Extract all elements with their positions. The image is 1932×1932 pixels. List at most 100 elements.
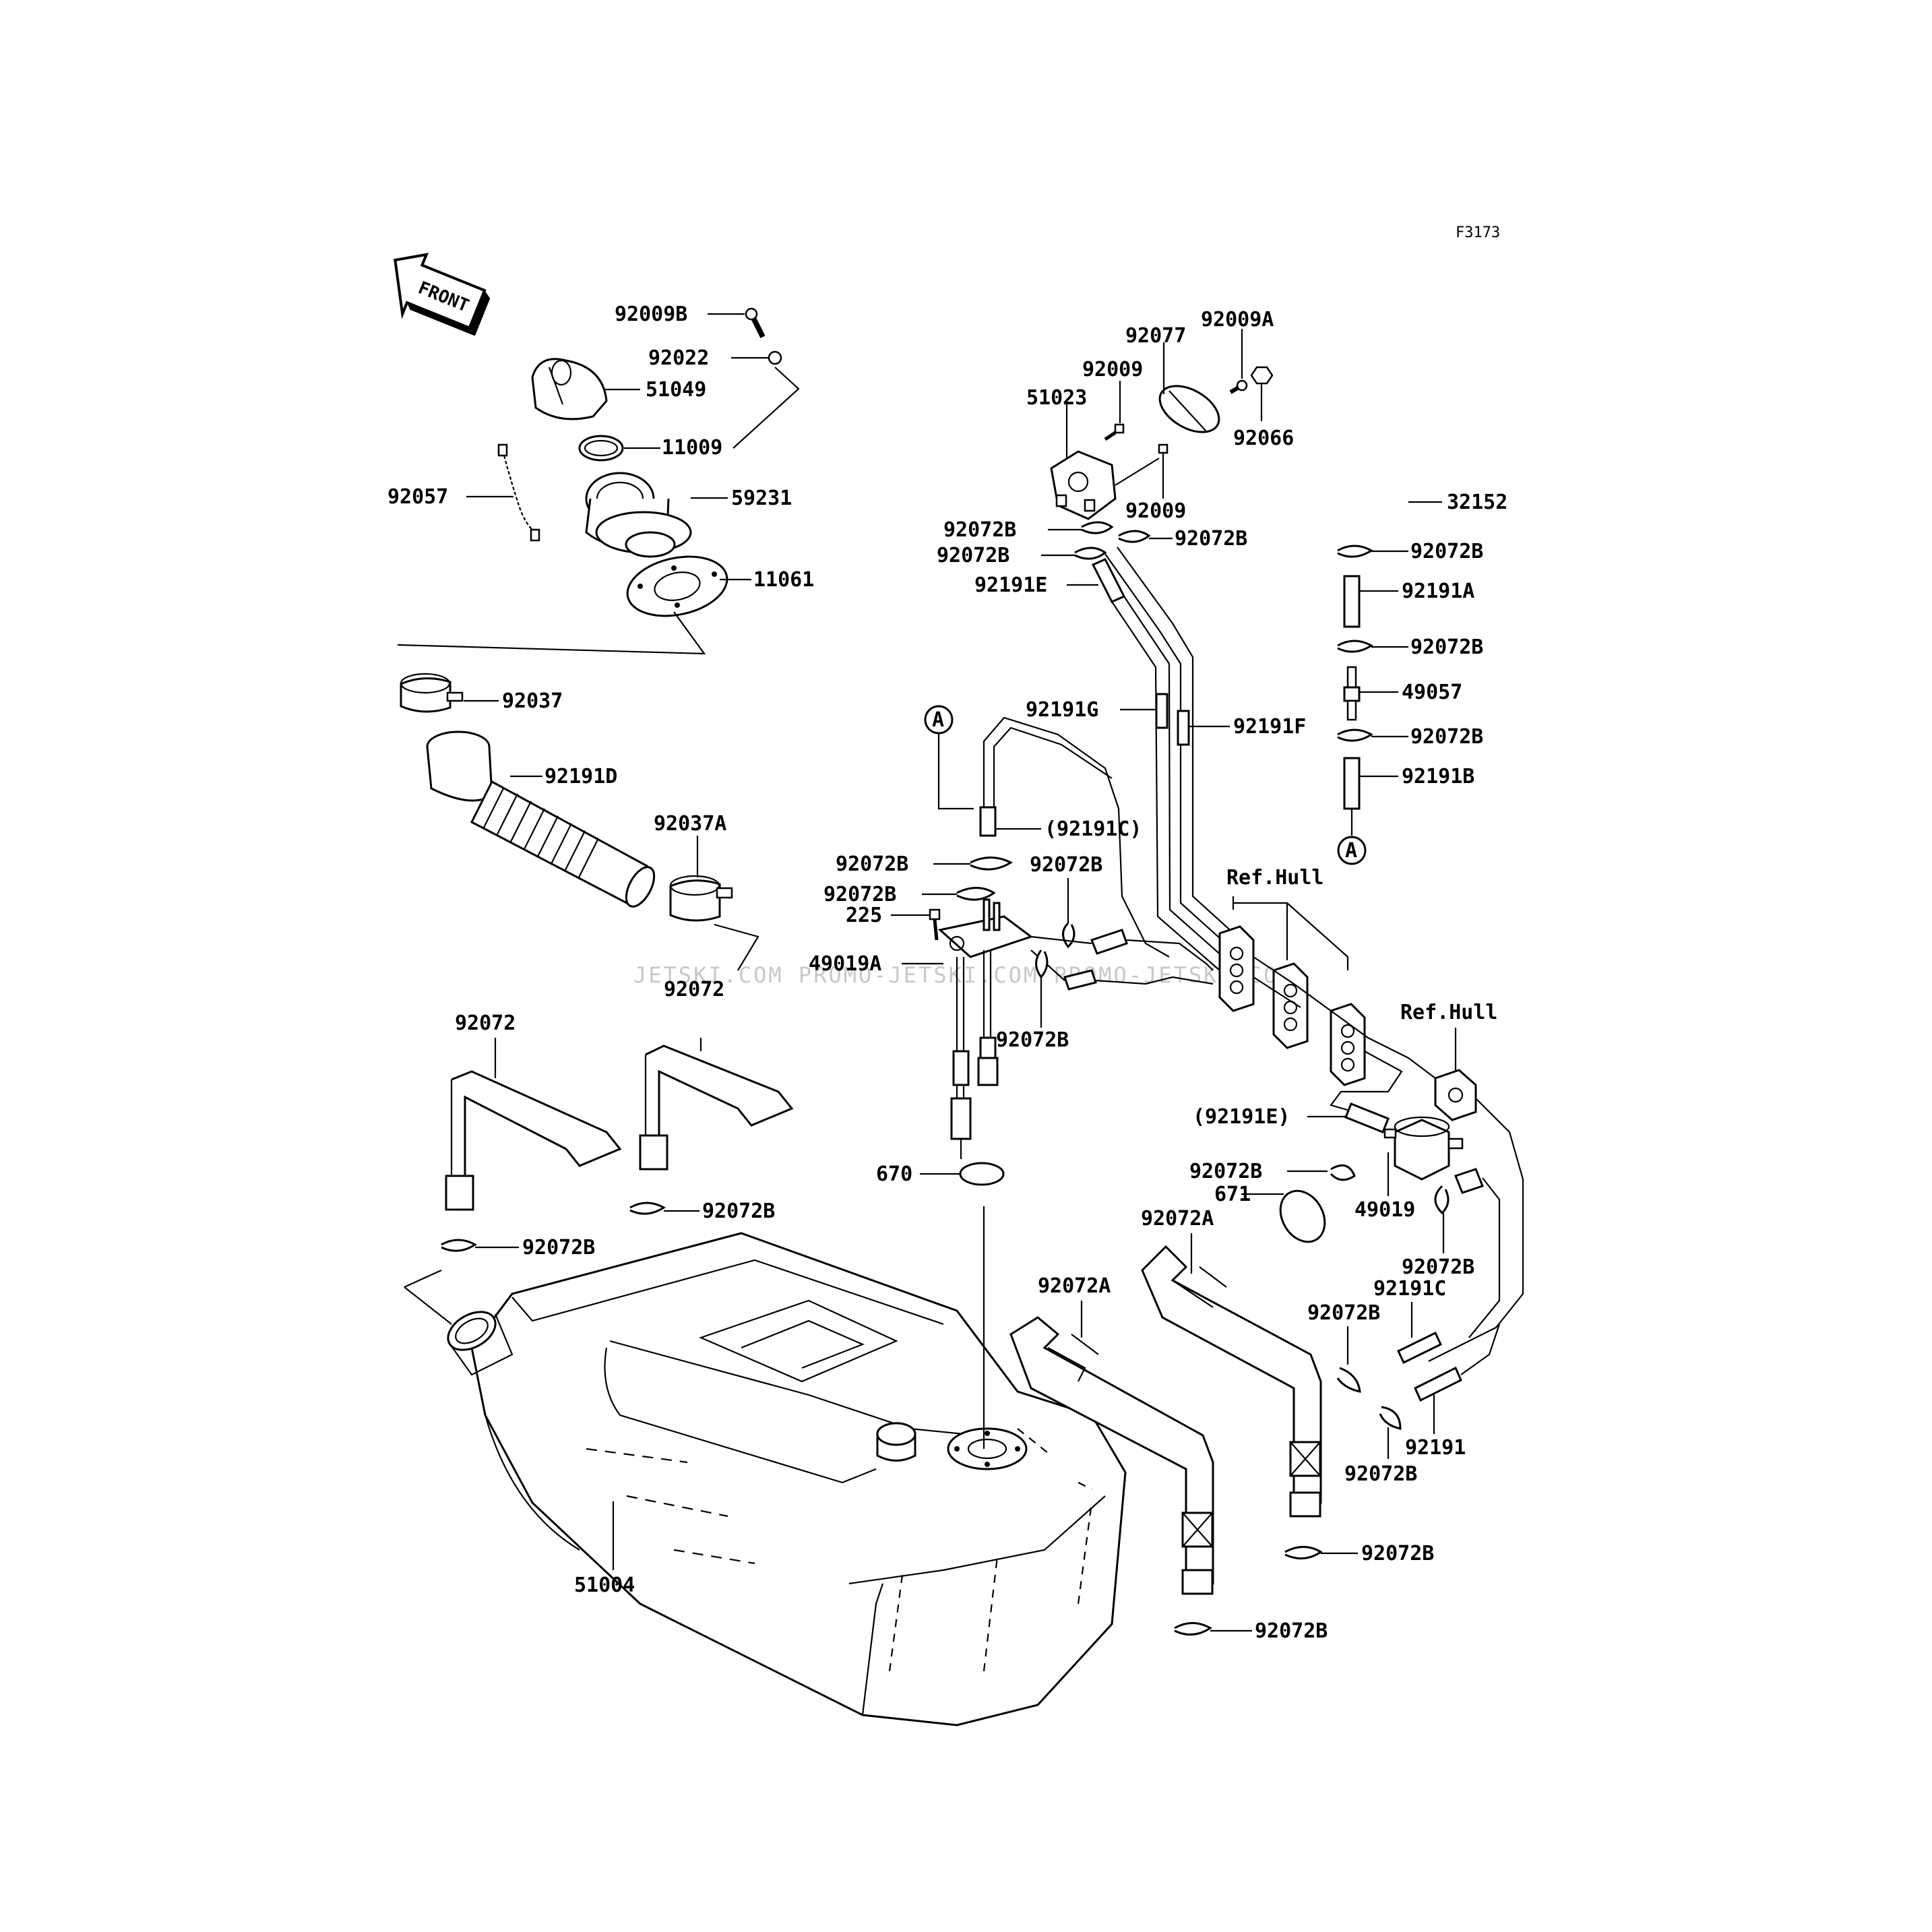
hose-92191D [426, 730, 656, 908]
label-92191F: 92191F [1233, 715, 1306, 739]
clip-92072B-c1 [1081, 521, 1114, 534]
clip-92072B-c4 [970, 856, 1014, 871]
clip-92072B-c3 [1118, 530, 1151, 543]
hull-clamp-block-2 [1272, 962, 1309, 1049]
tube-92191E-paren [1344, 1102, 1390, 1133]
label-92072B-c6: 92072B [1030, 853, 1102, 877]
label-92191: 92191 [1405, 1436, 1466, 1460]
hull-clamp-block-3 [1330, 1003, 1366, 1086]
ref-marker-a-left-label: A [932, 708, 944, 732]
clip-92072B-left1 [629, 1202, 666, 1215]
label-92191C-paren: (92191C) [1045, 817, 1142, 841]
label-92072B-r7: 92072B [1344, 1462, 1417, 1486]
tube-center-upper [1090, 929, 1128, 955]
label-92009-a: 92009 [1082, 358, 1143, 381]
filler-neck-59231 [585, 472, 692, 558]
label-11009: 11009 [662, 436, 722, 460]
tube-92191 [1414, 1366, 1462, 1402]
label-92009A: 92009A [1201, 308, 1274, 332]
label-92072B-c7: 92072B [996, 1028, 1069, 1052]
hull-clamp-block-4 [1434, 1069, 1477, 1121]
label-92072A-2: 92072A [1038, 1274, 1111, 1298]
label-92072B-r6: 92072B [1307, 1301, 1380, 1325]
label-92072B-c5: 92072B [823, 883, 896, 906]
label-92072-b: 92072 [455, 1011, 516, 1035]
oring-11009 [578, 435, 624, 462]
screw-92009-a [1114, 423, 1125, 434]
label-92072B-left1: 92072B [702, 1199, 775, 1223]
label-51049: 51049 [646, 378, 706, 402]
clip-92072B-r7 [1379, 1406, 1402, 1430]
label-92072A-1: 92072A [1141, 1207, 1214, 1230]
strap-92072A-right [1141, 1245, 1322, 1518]
tube-filter-out [1454, 1168, 1484, 1194]
clip-92072B-bot1 [1284, 1546, 1323, 1560]
label-49057: 49057 [1402, 681, 1462, 704]
label-92191C: 92191C [1373, 1277, 1446, 1301]
label-92072B-r4: 92072B [1189, 1160, 1262, 1183]
clip-92072B-c6 [1062, 922, 1076, 949]
clip-92072B-bot2 [1174, 1622, 1212, 1636]
tube-92191G [1155, 693, 1168, 729]
watermark: JETSKI.COM PROMO-JETSKI.COM PROMO-JETSKI… [633, 962, 1294, 988]
fitting-49057 [1343, 666, 1361, 721]
tube-92191E [1091, 558, 1126, 603]
hull-clamp-block-1 [1218, 925, 1255, 1012]
screw-92009A [1236, 379, 1248, 392]
label-670: 670 [876, 1162, 912, 1186]
ref-hull-label-1: Ref.Hull [1226, 866, 1324, 890]
screw-225 [929, 908, 941, 921]
label-92072B-left2: 92072B [522, 1236, 595, 1259]
label-92037A: 92037A [654, 812, 726, 836]
tube-center-lower [1063, 969, 1097, 991]
clip-92072B-r5 [1434, 1185, 1450, 1215]
tube-92191C-paren [979, 806, 997, 837]
label-92022: 92022 [648, 346, 709, 370]
label-92191G: 92191G [1026, 698, 1098, 722]
clip-92072B-c5 [956, 887, 996, 901]
clip-92072B-r6 [1336, 1367, 1361, 1393]
tube-92191G-line1 [1111, 601, 1220, 971]
tube-92191C [1397, 1331, 1442, 1365]
fuel-pickup-49019A [937, 898, 1034, 1159]
label-51023: 51023 [1026, 386, 1087, 410]
cord-92057 [497, 443, 540, 542]
label-92066: 92066 [1233, 427, 1294, 450]
label-92072-a: 92072 [664, 978, 724, 1001]
screw-92009B [745, 307, 766, 338]
label-49019: 49019 [1354, 1198, 1415, 1222]
label-92072B-c2: 92072B [937, 544, 1009, 567]
ref-marker-a-right-label: A [1345, 839, 1357, 863]
label-92057: 92057 [387, 485, 448, 509]
ref-hull-label-2: Ref.Hull [1400, 1001, 1498, 1024]
label-92072B-r2: 92072B [1410, 635, 1483, 659]
clip-92072B-r3 [1337, 728, 1373, 742]
cover-92077 [1158, 385, 1220, 433]
label-32152: 32152 [1447, 491, 1507, 514]
label-92191E-paren: (92191E) [1193, 1105, 1290, 1129]
clip-92072B-r1 [1337, 544, 1373, 558]
clip-92072B-r4 [1330, 1164, 1356, 1181]
cap-51049 [531, 358, 608, 420]
tube-92191F [1177, 710, 1190, 746]
label-92072B-c1: 92072B [943, 518, 1016, 542]
label-225: 225 [846, 904, 882, 927]
front-arrow-icon: FRONT [394, 253, 491, 336]
nut-92066 [1250, 366, 1274, 385]
tube-92191B [1343, 757, 1361, 810]
label-92191A: 92191A [1402, 580, 1474, 603]
label-92072B-bot2: 92072B [1255, 1619, 1328, 1643]
washer-92022 [768, 350, 782, 365]
label-92037: 92037 [502, 689, 563, 713]
label-92191D: 92191D [544, 765, 617, 788]
oring-671 [1279, 1189, 1326, 1243]
label-92072B-r3: 92072B [1410, 725, 1483, 749]
strap-92072-left [445, 1070, 622, 1211]
label-92009-b: 92009 [1125, 499, 1186, 523]
gasket-11061 [626, 555, 728, 617]
fuel-filter-49019 [1383, 1116, 1464, 1181]
label-92072B-c4: 92072B [836, 852, 908, 876]
clamp-92037A [669, 875, 733, 922]
label-92072B-bot1: 92072B [1361, 1542, 1434, 1565]
label-51004: 51004 [574, 1573, 635, 1597]
